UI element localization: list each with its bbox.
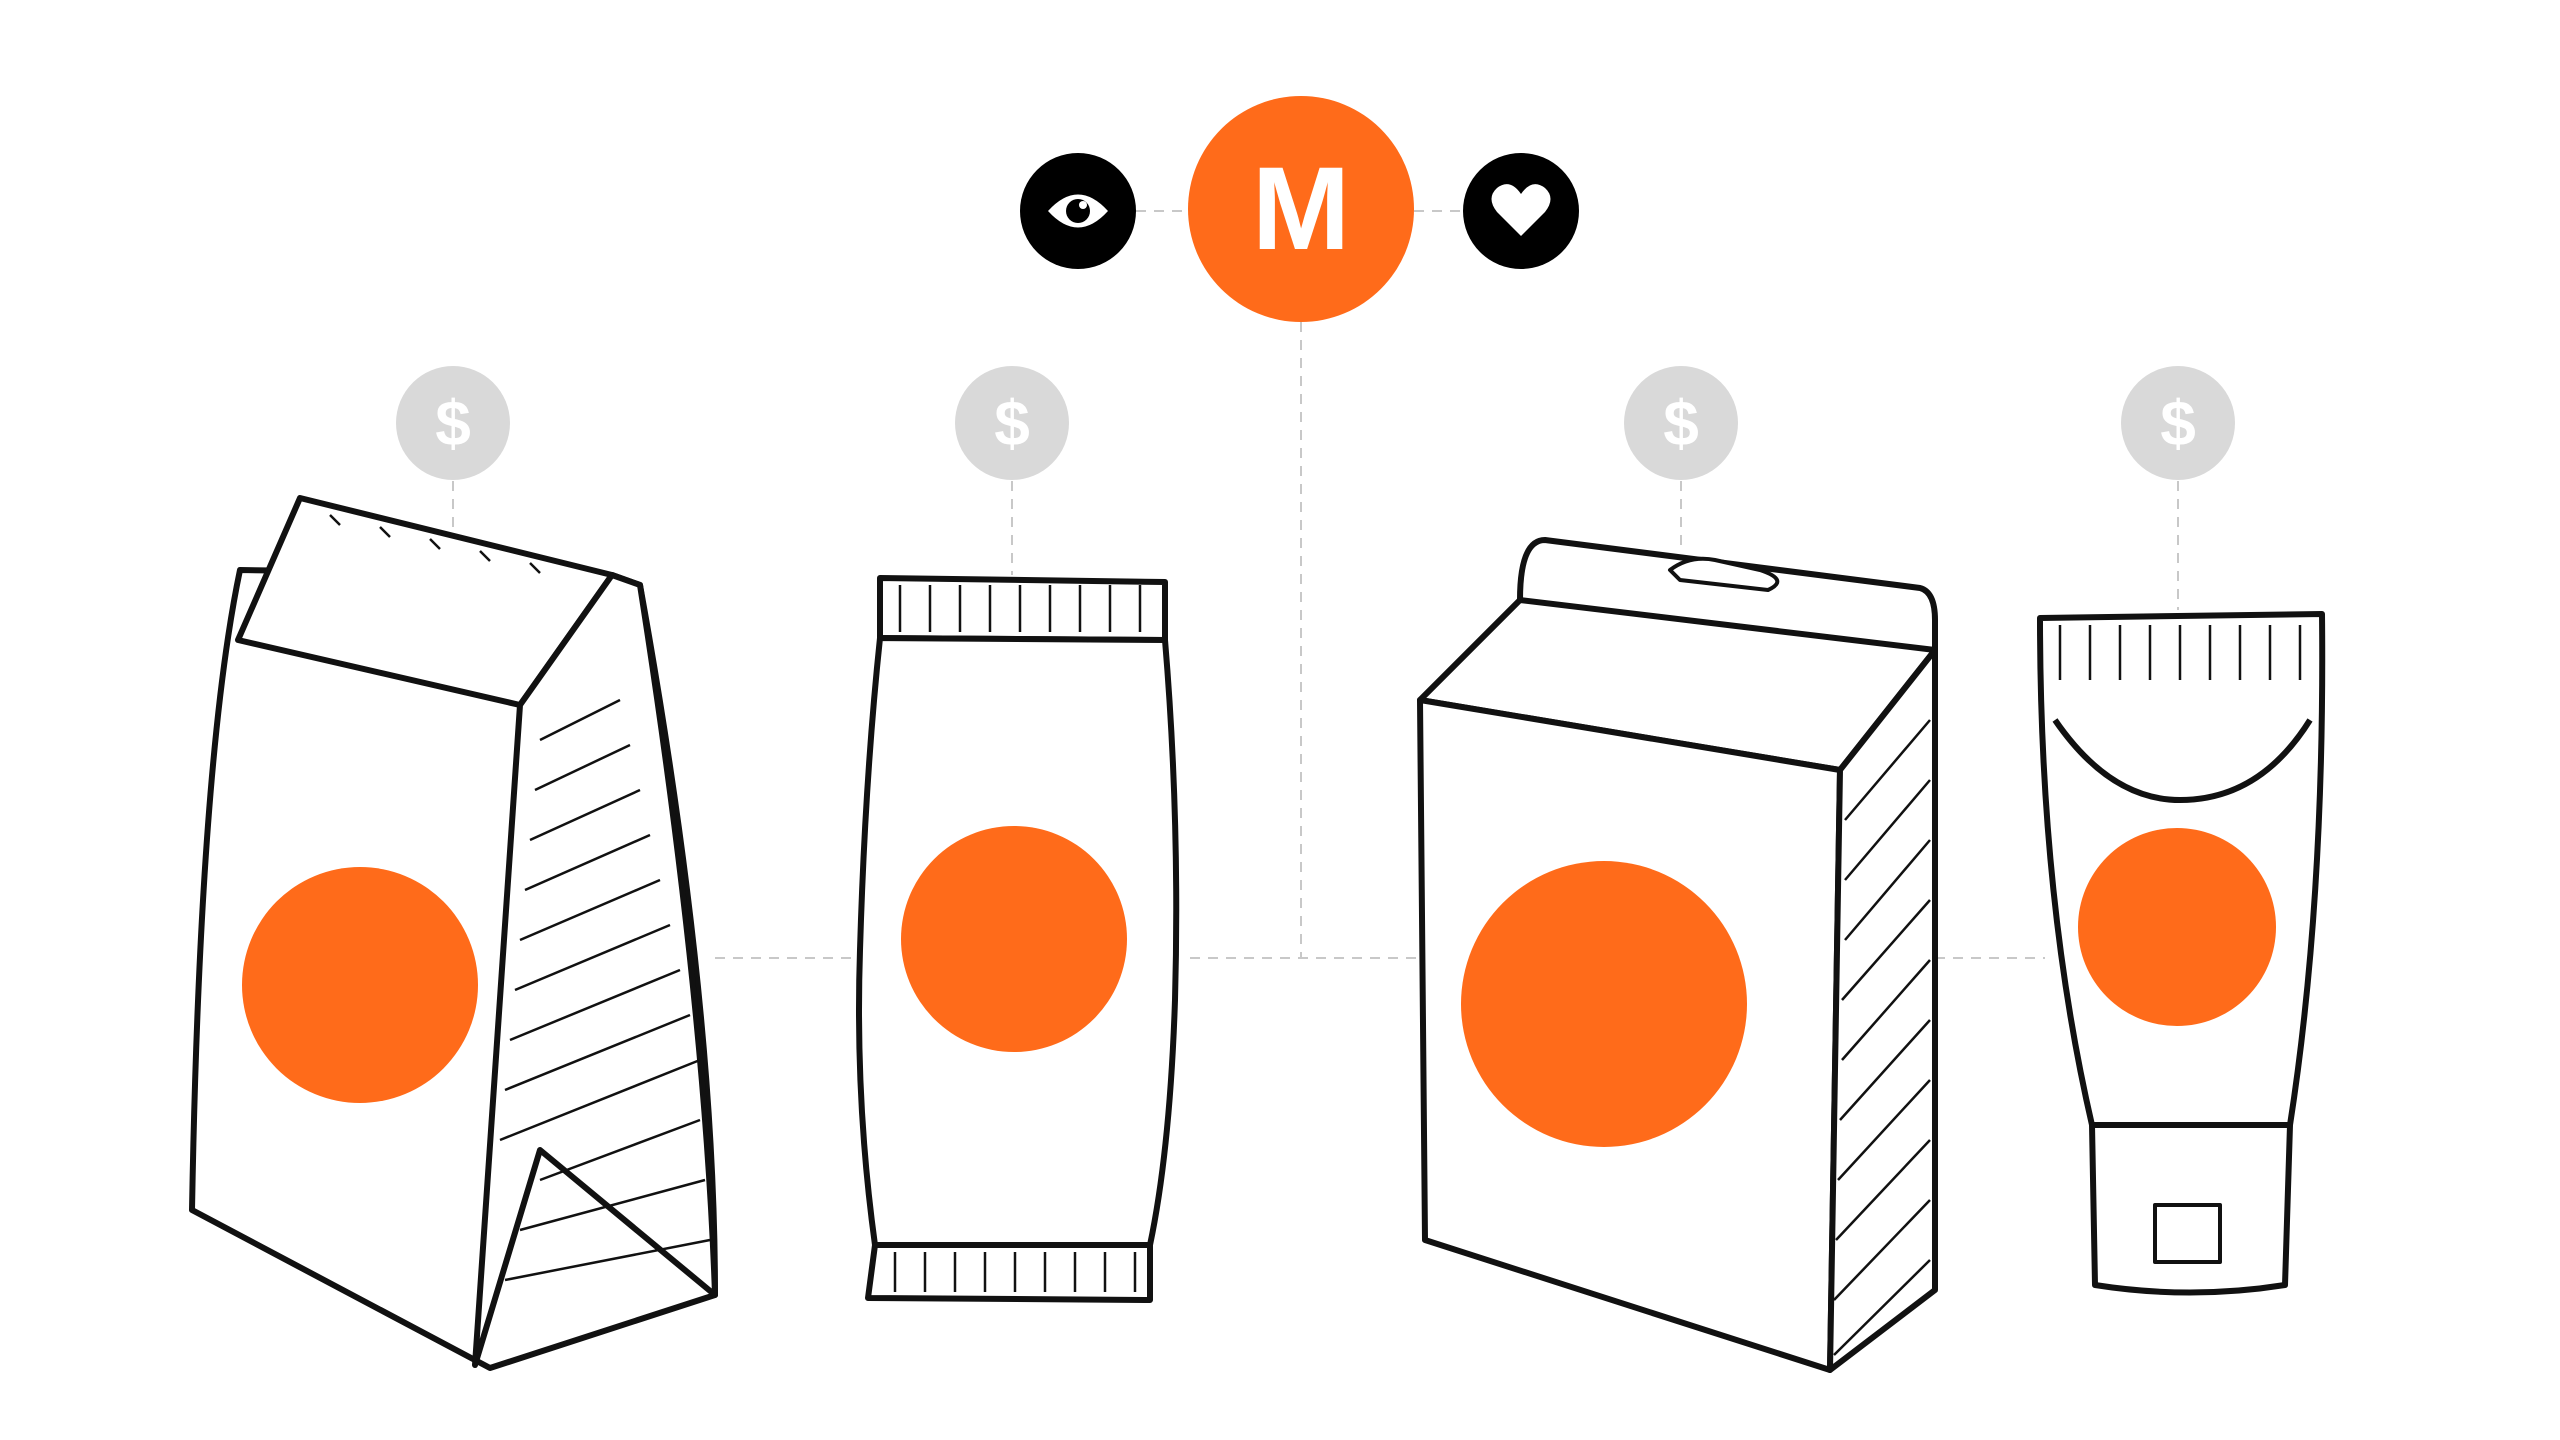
price-badge-box[interactable] <box>1624 366 1738 480</box>
price-badges <box>396 366 2235 480</box>
paper-bag-brand-dot <box>242 867 478 1103</box>
price-badge-tube[interactable] <box>2121 366 2235 480</box>
price-symbol-box: $ <box>1663 387 1699 459</box>
price-badge-pouch[interactable] <box>955 366 1069 480</box>
pouch-brand-dot <box>901 826 1127 1052</box>
price-badge-bag[interactable] <box>396 366 510 480</box>
price-symbol-bag: $ <box>435 387 471 459</box>
brand-hub[interactable] <box>1188 96 1414 322</box>
connector-lines <box>452 210 2179 959</box>
brand-letter: M <box>1251 143 1351 275</box>
price-symbol-pouch: $ <box>994 387 1030 459</box>
heart-icon <box>1491 184 1551 236</box>
eye-icon <box>1048 194 1108 228</box>
tube-brand-dot <box>2078 828 2276 1026</box>
price-symbol-tube: $ <box>2160 387 2196 459</box>
box-brand-dot <box>1461 861 1747 1147</box>
